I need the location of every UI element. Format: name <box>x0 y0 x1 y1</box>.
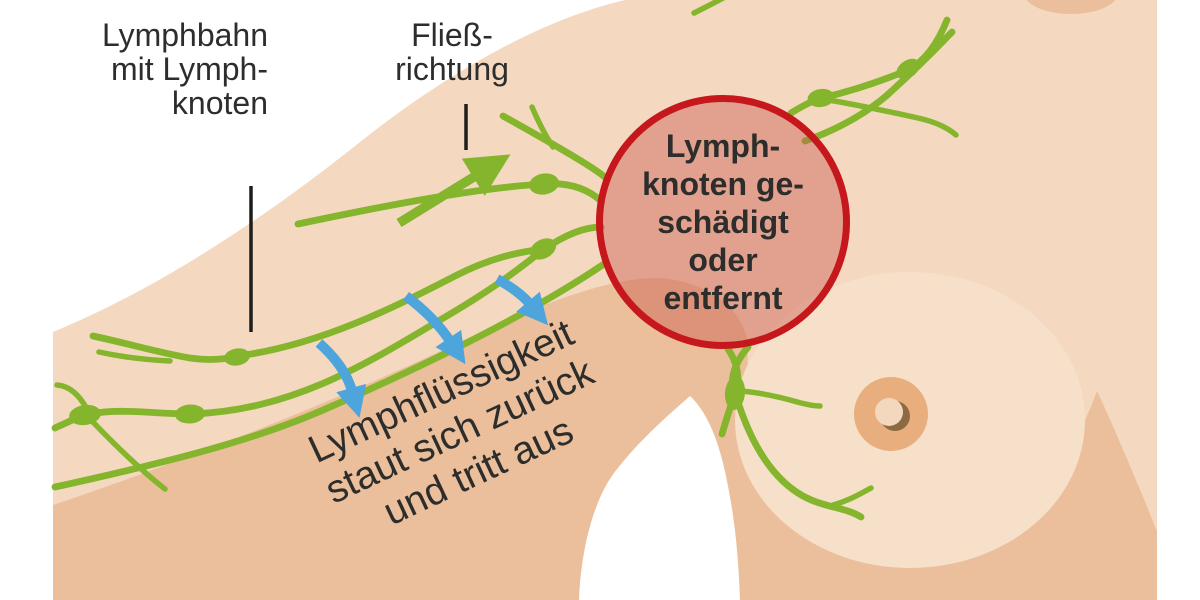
lymph-vessel <box>733 395 865 521</box>
lymph-node <box>224 348 250 366</box>
lymph-node <box>807 88 835 108</box>
lymph-vessel <box>499 112 610 182</box>
lymph-vessel <box>820 96 959 138</box>
deep-tissue-shade <box>53 278 1157 600</box>
lymph-node <box>69 404 101 426</box>
lymph-vessel <box>691 0 726 16</box>
leak-arrow-icon <box>315 339 367 418</box>
lymph-node <box>529 173 559 195</box>
label-lymph-vessel: Lymphbahn mit Lymph- knoten <box>101 17 268 121</box>
damaged-node-circle <box>596 95 850 349</box>
lymph-vessel <box>830 485 874 508</box>
lymph-node <box>529 238 557 260</box>
label-flow-direction: Fließ- richtung <box>395 17 509 87</box>
lymph-node <box>175 404 205 424</box>
leak-arrows <box>315 274 549 418</box>
lymph-node <box>724 376 746 410</box>
lymph-node <box>896 58 920 80</box>
leak-arrow-icon <box>402 292 466 365</box>
lymph-nodes <box>69 58 920 426</box>
leak-arrow-icon <box>494 274 549 326</box>
lymph-vessel <box>89 245 547 363</box>
lymph-vessel <box>87 416 168 492</box>
neck-shadow <box>1026 0 1116 14</box>
flow-direction-arrow-icon <box>396 154 511 228</box>
lymph-vessel <box>96 349 173 364</box>
label-damaged-node: Lymph- knoten ge- schädigt oder entfernt <box>642 128 804 316</box>
armpit-gap <box>579 396 740 600</box>
lymph-vessel <box>801 28 956 145</box>
lymph-vessel <box>529 104 556 150</box>
nipple <box>875 398 903 426</box>
lymph-vessel <box>736 388 823 409</box>
